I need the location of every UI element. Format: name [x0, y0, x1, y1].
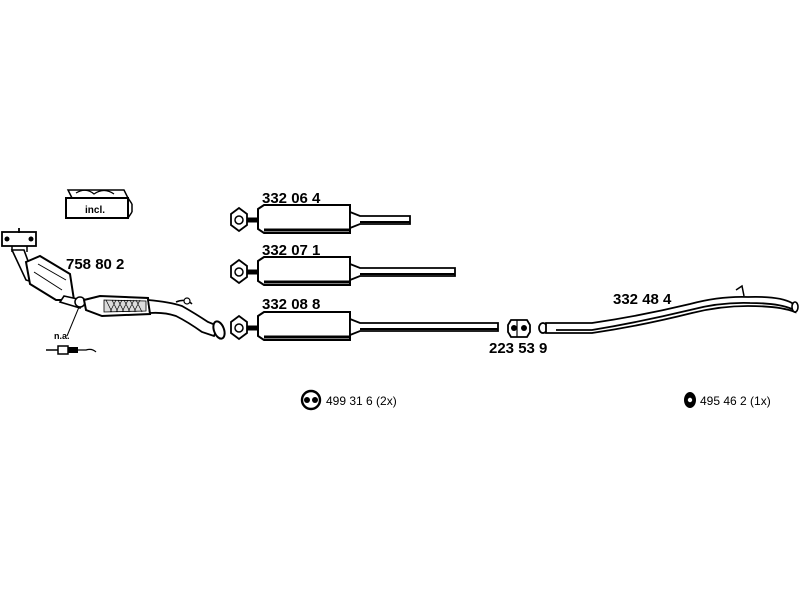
hanger-ring-icon [300, 389, 322, 411]
hardware-499316: 499 31 6 (2x) [326, 394, 397, 408]
part-number-332064: 332 06 4 [262, 190, 321, 207]
na-leader [66, 306, 80, 337]
hardware-495462: 495 46 2 (1x) [700, 394, 771, 408]
part-number-332088: 332 08 8 [262, 296, 320, 313]
clamp-icon [507, 319, 531, 338]
catalytic-converter [1, 228, 226, 340]
o2-sensor-icon [46, 345, 97, 355]
part-number-223539: 223 53 9 [489, 340, 547, 357]
part-number-332071: 332 07 1 [262, 242, 320, 259]
part-number-758802: 758 80 2 [66, 256, 124, 273]
tail-pipe [538, 284, 799, 334]
muffler-332071 [230, 256, 456, 286]
part-number-332484: 332 48 4 [613, 291, 672, 308]
hanger-ring-icon [684, 392, 696, 408]
gasket-kit-icon [65, 189, 133, 219]
muffler-332088 [230, 311, 499, 341]
incl-label: incl. [85, 205, 105, 216]
muffler-332064 [230, 204, 411, 234]
na-label: n.a. [54, 331, 70, 341]
